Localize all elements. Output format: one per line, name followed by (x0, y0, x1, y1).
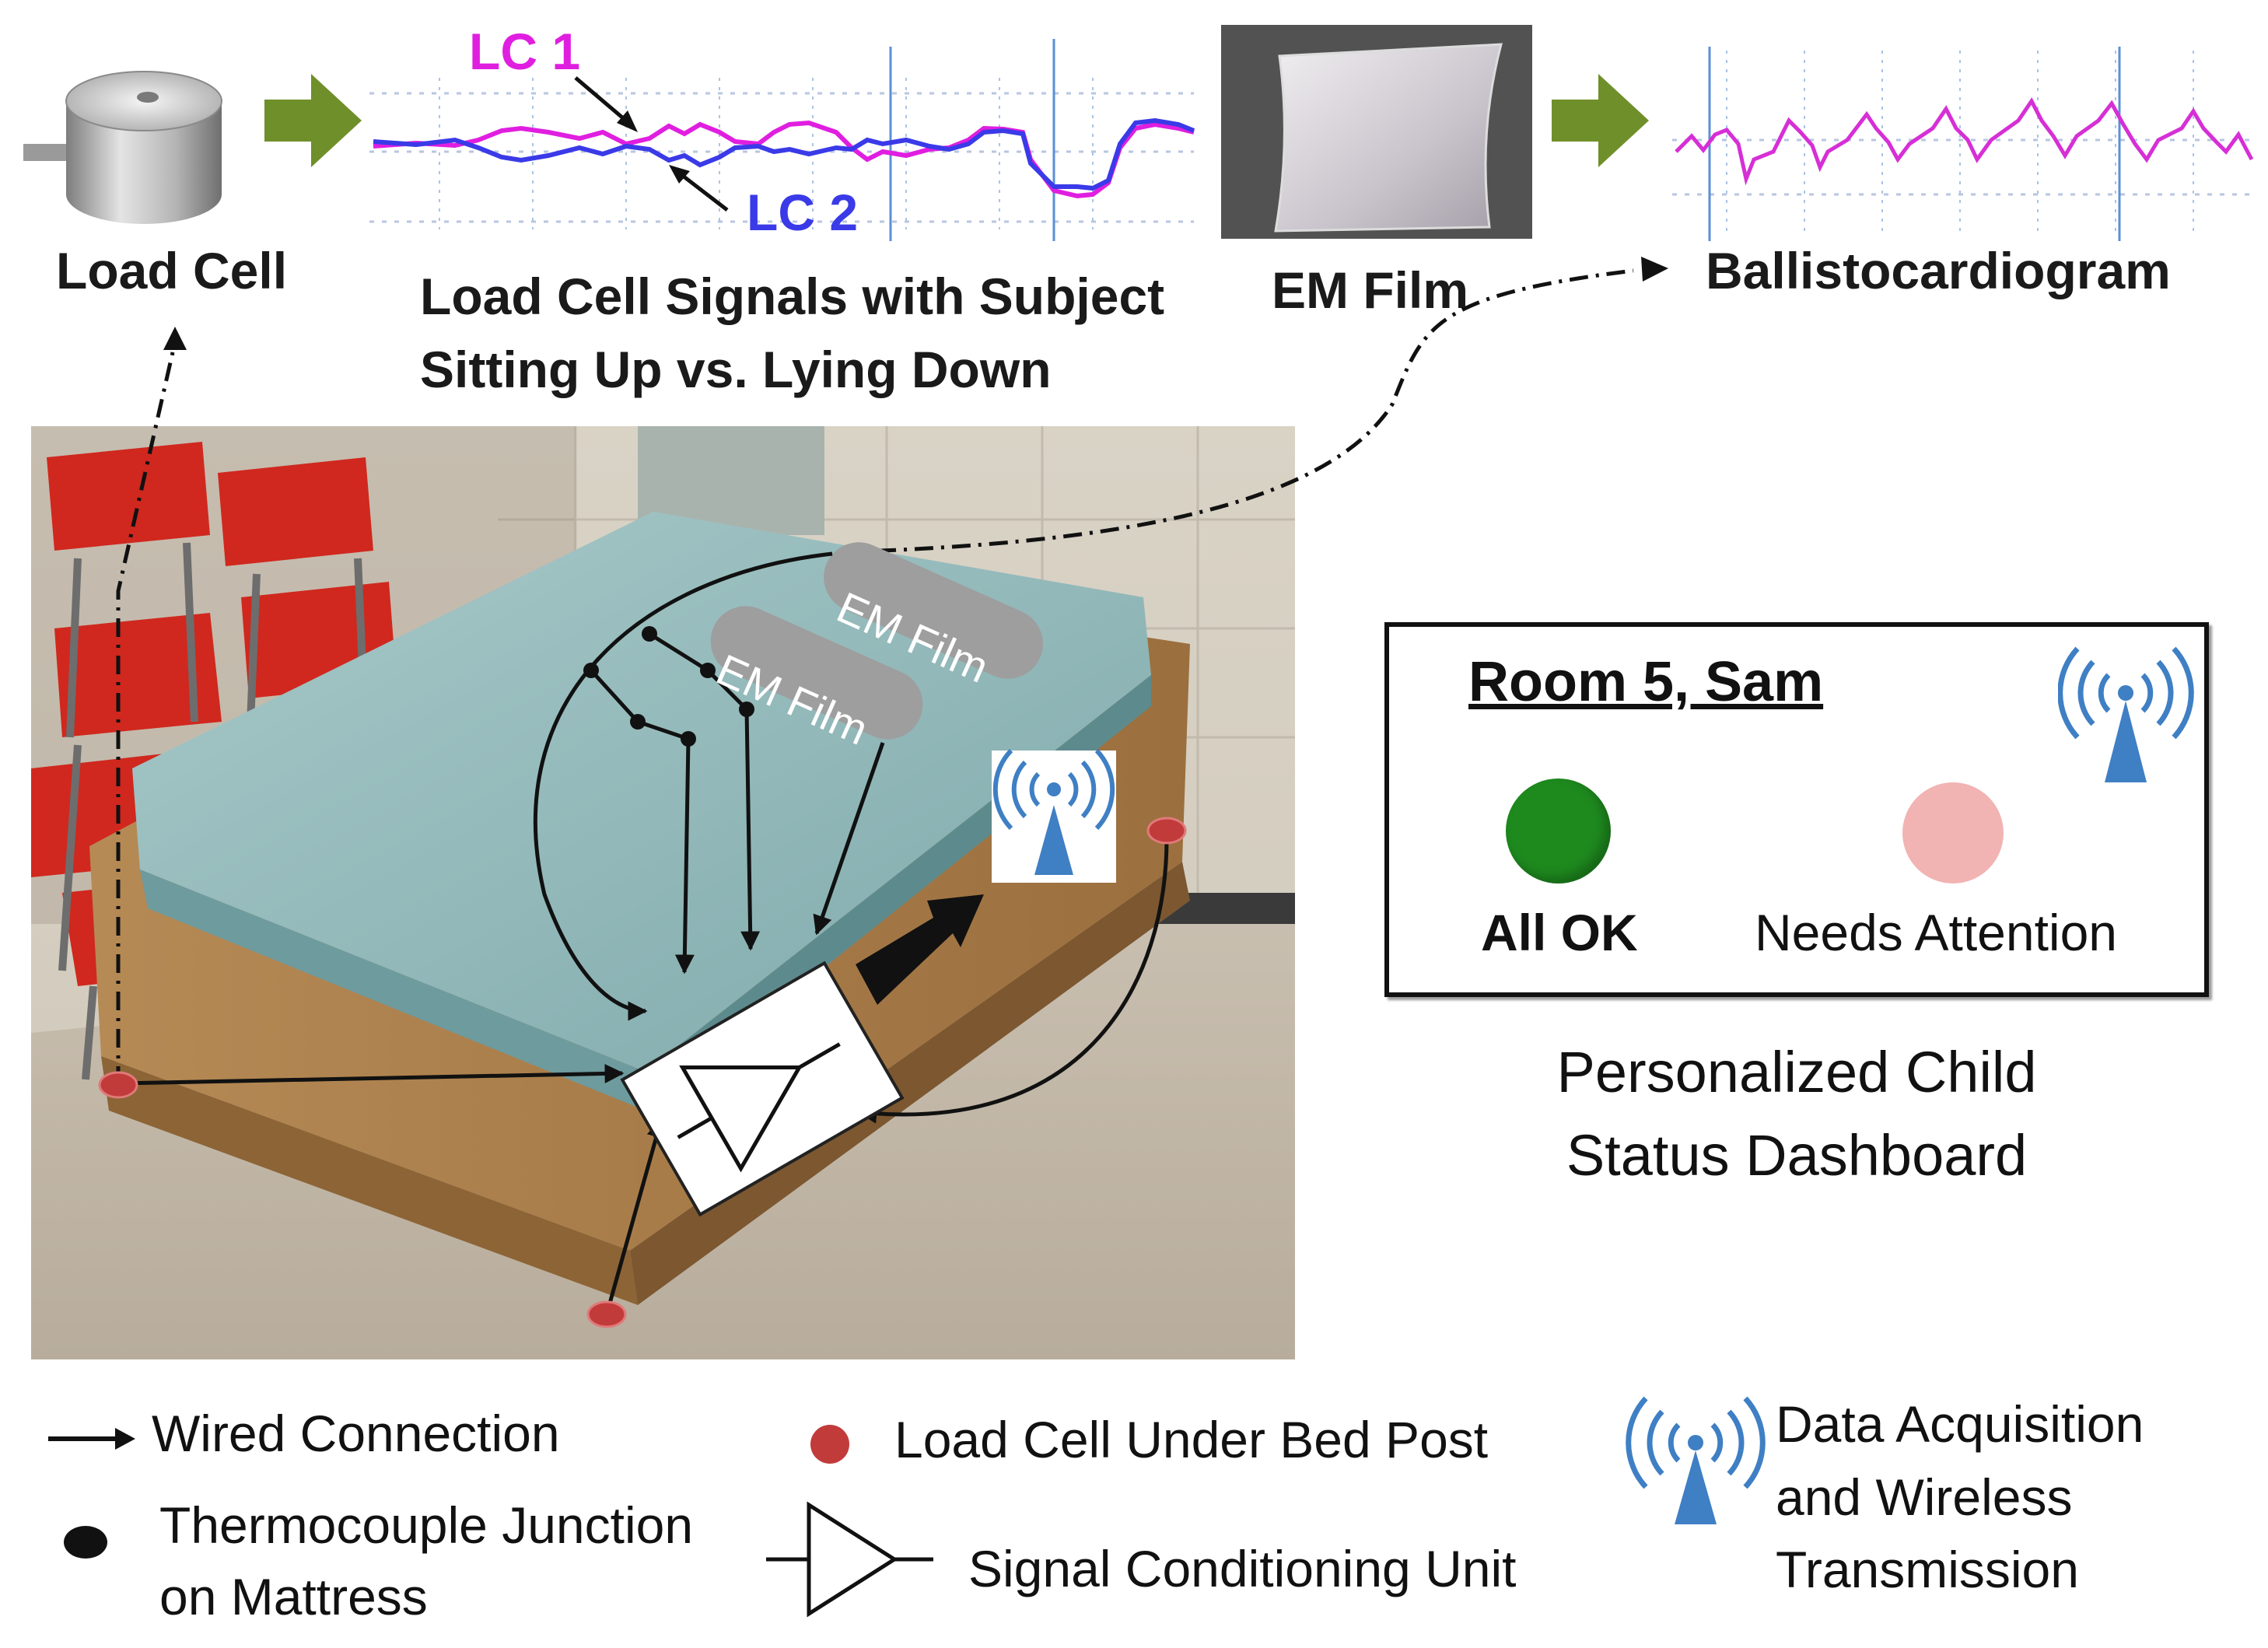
load-cell-signals-plot (369, 39, 1195, 241)
green-arrow-icon (264, 74, 362, 167)
legend-daq: Data Acquisition and Wireless Transmissi… (1776, 1388, 2144, 1607)
ballistocardiogram-plot (1672, 47, 2254, 241)
legend-daq-line1: Data Acquisition (1776, 1395, 2144, 1453)
thermocouple-dot-icon (64, 1526, 107, 1559)
dashboard-caption-line2: Status Dashboard (1566, 1123, 2028, 1188)
lc1-label: LC 1 (469, 23, 581, 80)
dashboard-title: Room 5, Sam (1468, 651, 1824, 713)
em-film-image (1221, 25, 1532, 239)
daq-wireless-icon (1626, 1396, 1766, 1524)
legend-signal-unit-label: Signal Conditioning Unit (968, 1540, 1517, 1597)
em-film-tag-1 (824, 542, 1043, 679)
bcg-label: Ballistocardiogram (1706, 242, 2171, 299)
needs-attention-indicator (1902, 782, 2004, 883)
load-cell-label: Load Cell (56, 242, 288, 299)
signals-caption-line1: Load Cell Signals with Subject (420, 268, 1165, 325)
load-cell-dot-icon (810, 1425, 849, 1464)
dashboard-caption: Personalized Child Status Dashboard (1462, 1030, 2131, 1198)
em-film-label: EM Film (1272, 261, 1469, 319)
green-arrow-icon (1552, 74, 1649, 167)
bcg-trace (1675, 97, 2254, 186)
status-dashboard: Room 5, Sam All OK Needs Attention (1384, 622, 2209, 997)
legend-daq-line2: and Wireless (1776, 1468, 2073, 1526)
lc2-label: LC 2 (747, 184, 859, 241)
legend-thermocouple-line1: Thermocouple Junction (159, 1496, 694, 1554)
lc1-trace (373, 120, 1195, 199)
legend-daq-line3: Transmission (1776, 1541, 2079, 1599)
all-ok-label: All OK (1481, 904, 1638, 961)
all-ok-indicator (1506, 779, 1611, 883)
wired-connection-arrow-icon (48, 1428, 135, 1450)
signals-caption: Load Cell Signals with Subject Sitting U… (420, 261, 1164, 406)
dashboard-caption-line1: Personalized Child (1556, 1040, 2037, 1104)
bed-photo (31, 426, 1295, 1359)
legend-load-cell-label: Load Cell Under Bed Post (894, 1411, 1489, 1468)
needs-attention-label: Needs Attention (1755, 904, 2117, 961)
dashboard-wireless-icon (2058, 646, 2194, 782)
amplifier-icon (766, 1501, 933, 1618)
wireless-antenna-icon (992, 748, 1116, 883)
legend-wired-label: Wired Connection (152, 1405, 560, 1462)
legend-thermocouple: Thermocouple Junction on Mattress (159, 1489, 693, 1633)
em-film-tag-2 (710, 606, 923, 740)
load-cell-image (23, 71, 222, 224)
signals-caption-line2: Sitting Up vs. Lying Down (420, 340, 1052, 398)
signal-conditioning-unit (620, 960, 905, 1217)
lc2-trace (373, 117, 1195, 191)
legend-thermocouple-line2: on Mattress (159, 1568, 428, 1626)
